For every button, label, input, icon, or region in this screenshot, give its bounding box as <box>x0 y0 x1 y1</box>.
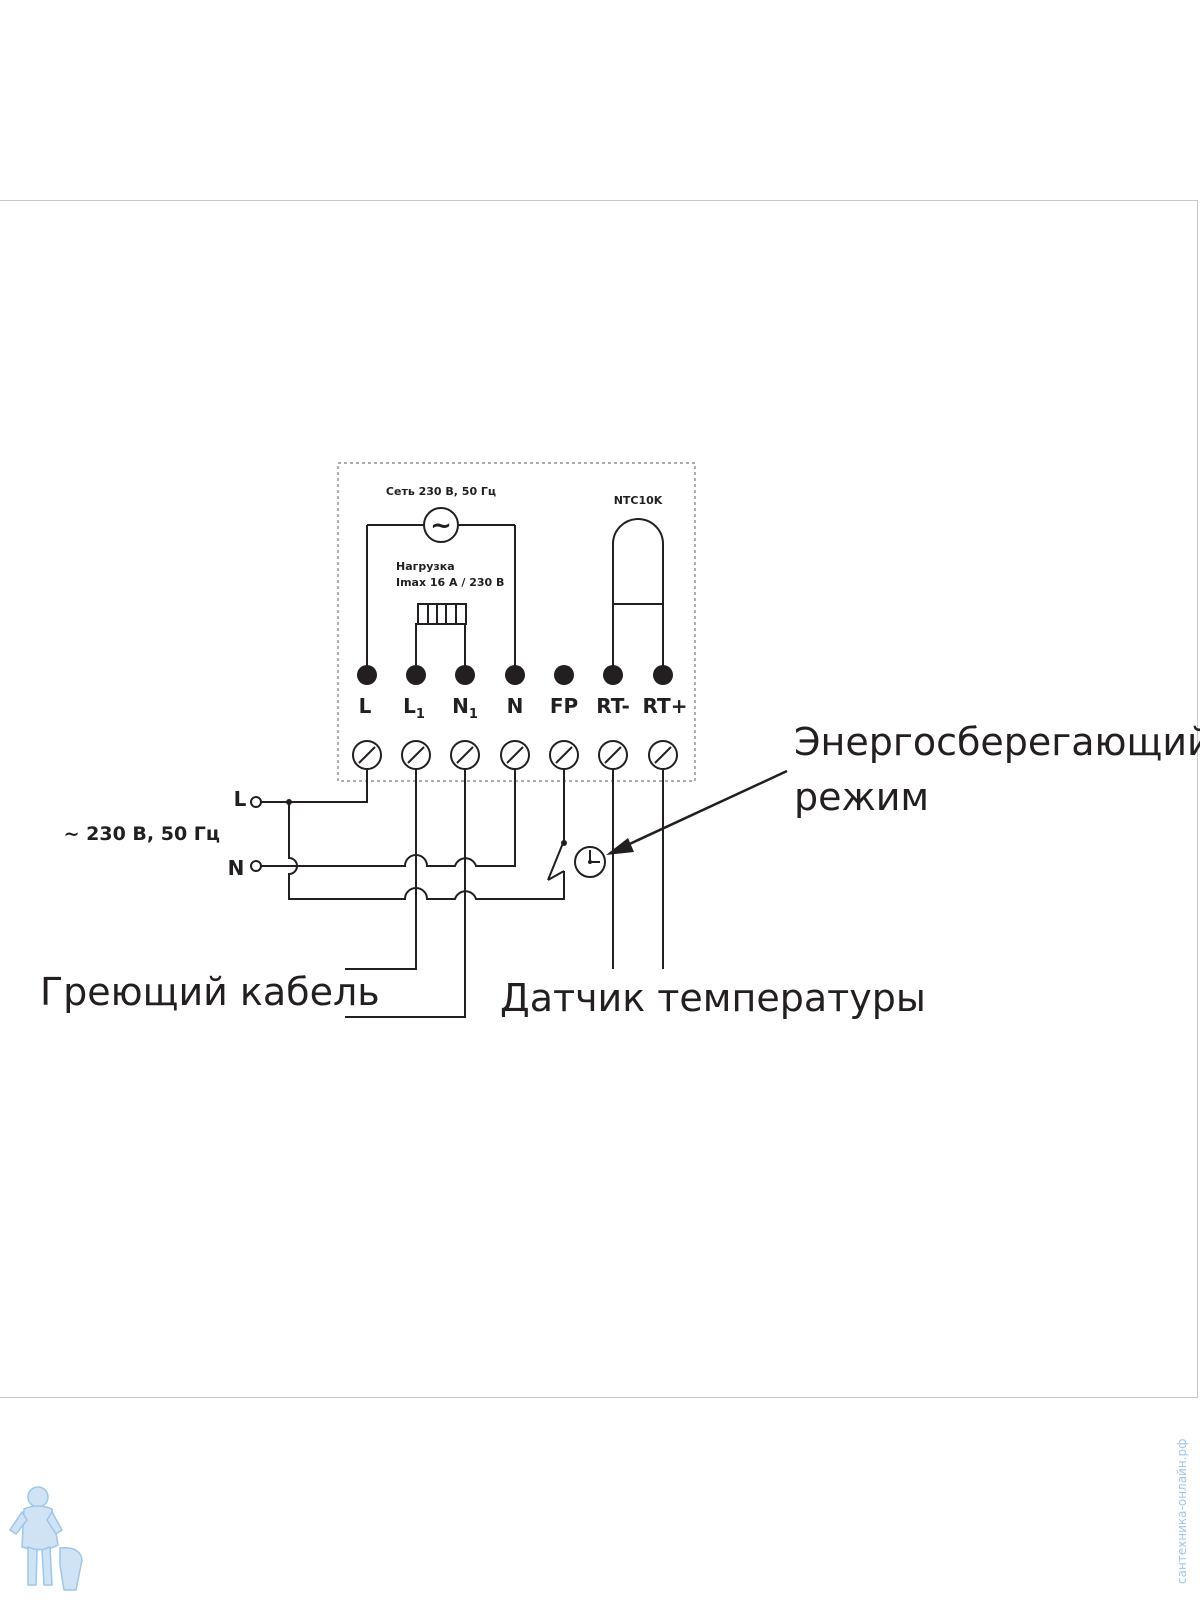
screw-icon <box>648 740 678 770</box>
thermostat-outline <box>337 462 696 782</box>
load-wire-n1 <box>462 623 466 675</box>
wire-mains-l <box>261 769 368 803</box>
plumber-logo-icon <box>8 1486 83 1591</box>
fp-switch-blade <box>547 842 564 881</box>
heater-load-icon <box>417 603 467 625</box>
ntc-sensor-icon <box>612 518 664 675</box>
sensor-model-label: NTC10K <box>614 494 663 507</box>
terminal-label-L1: L1 <box>403 694 425 722</box>
energy-saving-label-1: Энергосберегающий <box>794 720 1200 764</box>
terminal-dot-N <box>505 665 525 685</box>
energy-saving-label-2: режим <box>794 775 929 819</box>
arrowhead-icon <box>606 838 634 855</box>
heating-cable-label: Греющий кабель <box>40 970 380 1014</box>
terminal-label-L: L <box>359 694 372 718</box>
load-wire-l1 <box>415 623 420 675</box>
wire-heating-cable-2 <box>345 769 466 1018</box>
terminal-dot-FP <box>554 665 574 685</box>
terminal-dot-RT-minus <box>603 665 623 685</box>
screw-icon <box>500 740 530 770</box>
load-label-line1: Нагрузка <box>396 560 455 573</box>
terminal-dots <box>357 665 673 685</box>
ac-source-symbol: ~ <box>430 511 452 541</box>
callout-arrow <box>622 769 788 849</box>
mains-l-label: L <box>234 787 247 811</box>
clock-icon <box>574 846 606 878</box>
screw-terminals <box>352 740 678 770</box>
supply-label: Сеть 230 В, 50 Гц <box>386 485 496 498</box>
temperature-sensor-label: Датчик температуры <box>500 976 926 1020</box>
watermark-text: сантехника-онлайн.рф <box>1175 1439 1189 1584</box>
ac-source-icon <box>423 507 459 543</box>
terminal-label-N: N <box>507 694 524 718</box>
mains-n-terminal-icon <box>250 860 262 872</box>
load-label-line2: Imax 16 А / 230 В <box>396 576 504 589</box>
mains-n-label: N <box>228 856 245 880</box>
screw-icon <box>450 740 480 770</box>
screw-icon <box>598 740 628 770</box>
screw-icon <box>549 740 579 770</box>
mains-l-terminal-icon <box>250 796 262 808</box>
mains-voltage-label: ~ 230 В, 50 Гц <box>64 823 220 845</box>
terminal-label-FP: FP <box>550 694 578 718</box>
wire-mains-n <box>261 769 516 867</box>
screw-icon <box>352 740 382 770</box>
terminal-dot-L <box>357 665 377 685</box>
screw-icon <box>401 740 431 770</box>
terminal-label-N1: N1 <box>452 694 478 722</box>
wire-l-to-fp <box>288 802 565 900</box>
fp-switch-icon <box>547 870 565 881</box>
wire-heating-cable-1 <box>345 769 417 970</box>
terminal-label-RT-minus: RT- <box>596 694 630 718</box>
terminal-dot-RT-plus <box>653 665 673 685</box>
terminal-dot-L1 <box>406 665 426 685</box>
diagram-frame <box>0 200 1198 1398</box>
terminal-dot-N1 <box>455 665 475 685</box>
terminal-label-RT-plus: RT+ <box>643 694 688 718</box>
